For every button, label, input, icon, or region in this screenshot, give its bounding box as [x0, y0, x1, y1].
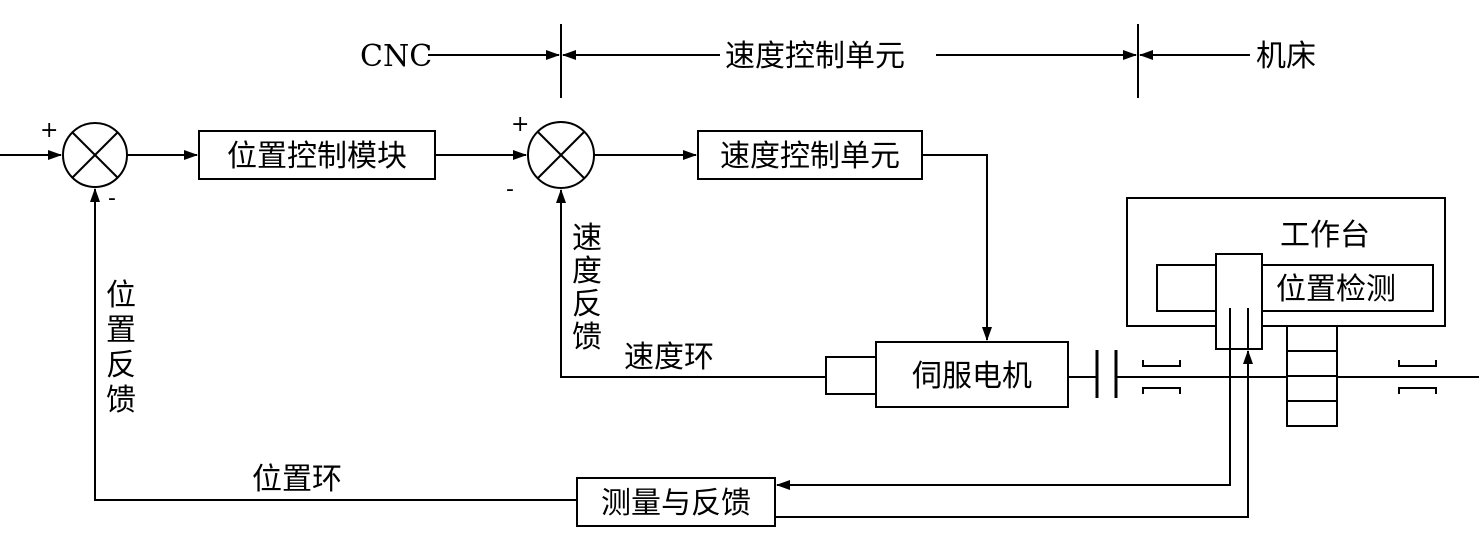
position-detect-label: 位置检测 [1276, 272, 1396, 307]
position-loop-label: 位置环 [252, 462, 342, 497]
position-control-label: 位置控制模块 [227, 139, 407, 174]
svg-text:馈: 馈 [106, 383, 136, 418]
summing-junction-1 [62, 122, 128, 188]
speed-control-label: 速度控制单元 [720, 139, 900, 174]
measure-signal-to-sensor [775, 350, 1253, 518]
sum1-plus-sign: + [40, 118, 58, 143]
sum2-plus-sign: + [511, 112, 529, 137]
arrow-to-servo-motor [922, 154, 992, 341]
cnc-label: CNC [360, 39, 432, 74]
bearing-left [1142, 360, 1181, 394]
coupling [1068, 350, 1118, 398]
sensor-signal-to-measure [776, 349, 1231, 490]
sum1-minus-sign: - [108, 186, 116, 211]
servo-motor-block [875, 341, 1069, 408]
speed-control-block [697, 130, 923, 180]
measure-feedback-block [576, 477, 776, 527]
svg-text:置: 置 [106, 313, 136, 348]
speed-unit-header-label: 速度控制单元 [725, 39, 905, 74]
svg-text:位: 位 [106, 278, 136, 313]
svg-text:馈: 馈 [572, 320, 602, 355]
position-feedback-label: 位 置 反 馈 [106, 278, 136, 418]
speed-feedback-line [556, 189, 826, 378]
position-detect-block [1156, 264, 1434, 312]
bearing-right [1398, 360, 1437, 394]
machine-label: 机床 [1256, 39, 1316, 74]
servo-motor-label: 伺服电机 [912, 359, 1032, 394]
measure-feedback-label: 测量与反馈 [601, 486, 751, 521]
speed-loop-label: 速度环 [624, 340, 714, 375]
lead-screw-nut [1286, 325, 1338, 427]
svg-text:反: 反 [572, 287, 602, 322]
worktable-label: 工作台 [1280, 218, 1370, 253]
position-feedback-line [90, 188, 577, 501]
speed-sensor [825, 356, 877, 395]
summing-junction-2 [527, 121, 595, 189]
header-dimension-line [428, 24, 1250, 98]
svg-text:反: 反 [106, 348, 136, 383]
speed-feedback-label: 速 度 反 馈 [572, 221, 602, 355]
position-sensor [1215, 253, 1263, 350]
svg-text:速: 速 [572, 221, 602, 256]
svg-text:度: 度 [572, 254, 602, 289]
sum2-minus-sign: - [506, 177, 514, 202]
